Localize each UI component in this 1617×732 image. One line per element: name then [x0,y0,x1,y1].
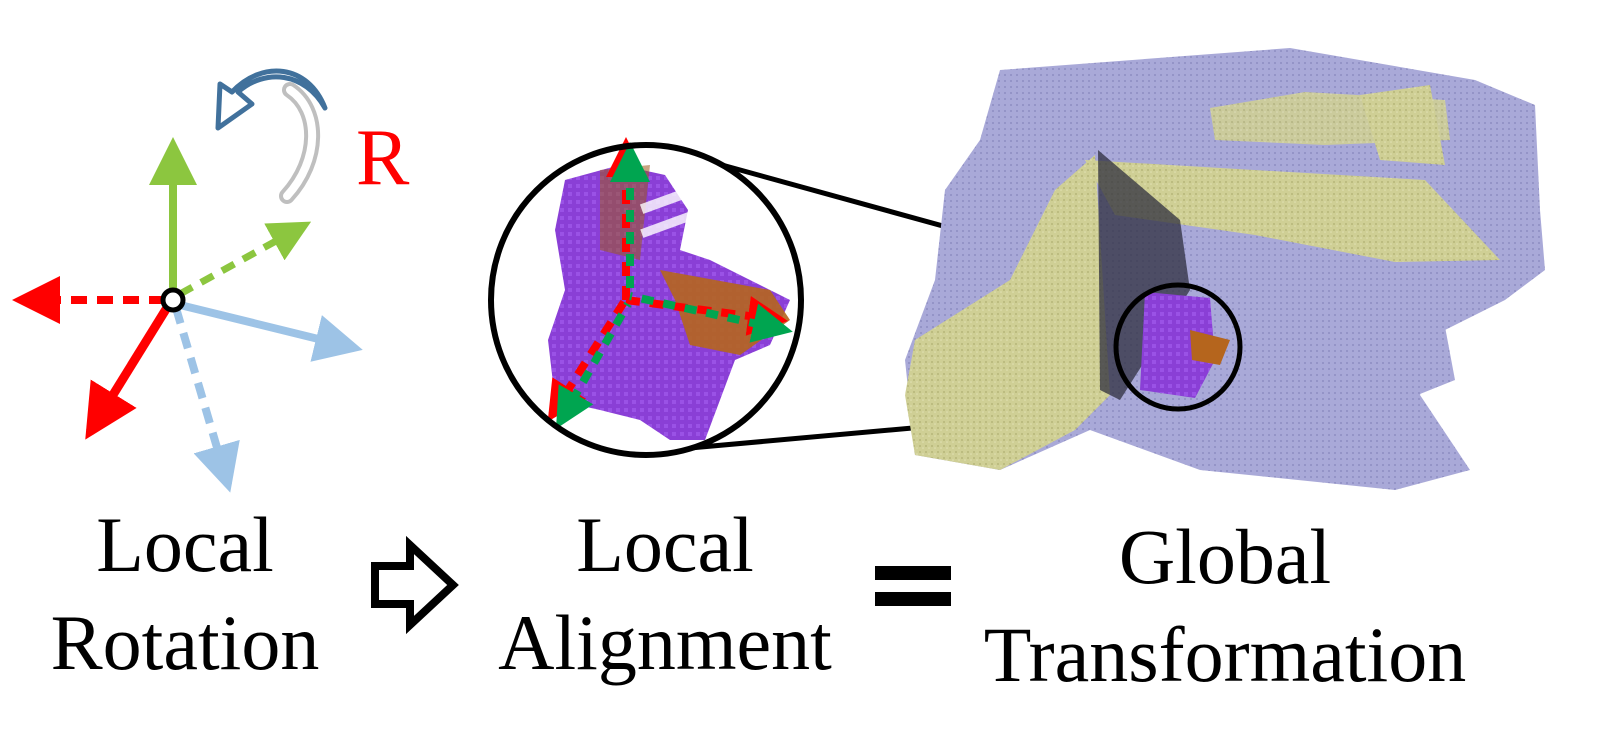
caption-global-transformation-line1: Global [1118,513,1332,600]
caption-local-rotation-line2: Rotation [50,599,320,686]
caption-local-alignment: Local Alignment [480,506,850,682]
red-axis-solid [85,303,172,440]
green-axis-dashed [178,221,312,298]
local-axis-green-horizontal [629,292,793,343]
caption-local-rotation: Local Rotation [30,506,340,682]
blue-axis-solid [179,301,363,362]
scene-zoom-circle [1113,282,1243,412]
local-rotation-axes [12,137,363,493]
equals-sign-icon [875,566,951,606]
local-axis-green-diagonal [556,302,632,429]
rotation-label-r: R [356,114,410,202]
caption-local-alignment-line1: Local [576,501,754,588]
caption-local-rotation-line1: Local [96,501,274,588]
caption-local-alignment-line2: Alignment [498,599,832,686]
caption-global-transformation: Global Transformation [965,518,1485,694]
zoom-circle [488,137,804,458]
origin-point [160,287,186,313]
scene-point-cloud [905,48,1545,490]
blue-axis-dashed [172,306,240,493]
caption-global-transformation-line2: Transformation [983,611,1467,698]
hollow-right-arrow-icon [371,535,459,635]
curved-rotation-arrow-icon [215,68,328,204]
